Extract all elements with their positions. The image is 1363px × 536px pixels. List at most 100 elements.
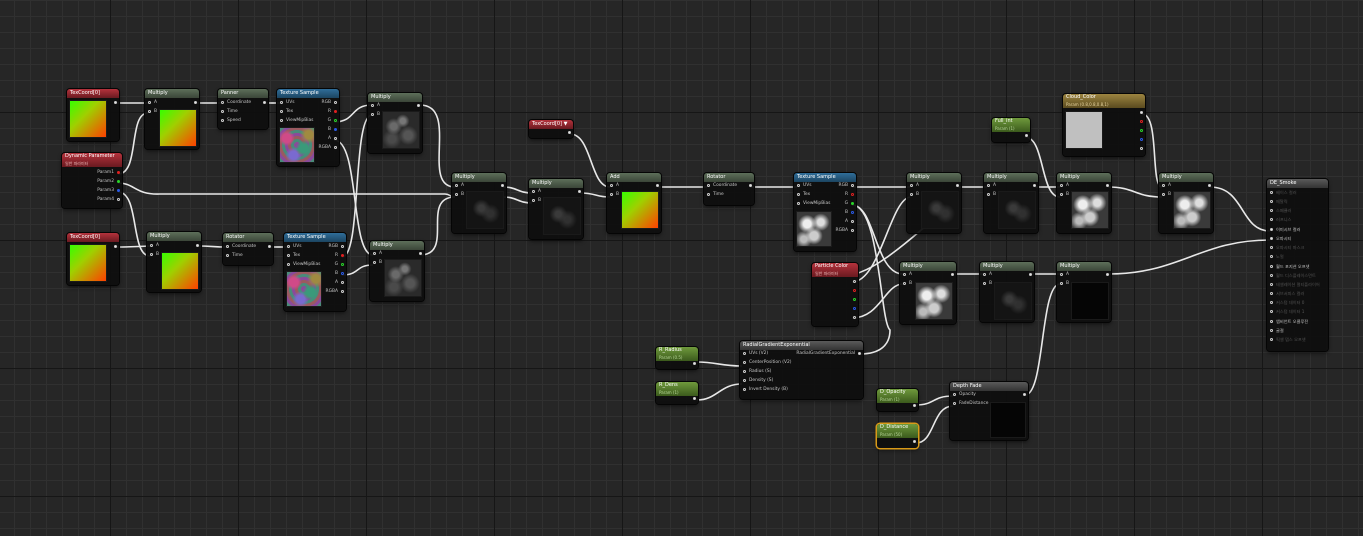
rotator-node[interactable]: Rotator Coordinate Time [223, 233, 273, 265]
input-pin-b[interactable]: B [532, 198, 541, 204]
output-pin-g[interactable]: G [328, 118, 337, 124]
input-pin-roughness[interactable]: 러프니스 [1270, 217, 1291, 223]
output-pin-rgba[interactable]: RGBA [319, 145, 337, 151]
input-pin-emissive-color[interactable]: 이미시브 컬러 [1270, 227, 1300, 233]
multiply-node[interactable]: Multiply A B [368, 93, 422, 153]
input-pin-a[interactable]: A [983, 272, 992, 278]
input-pin-density[interactable]: Density (S) [743, 378, 773, 384]
input-pin-tex[interactable]: Tex [287, 253, 300, 259]
input-pin-ambient-occlusion[interactable]: 앰비언트 오클루전 [1270, 319, 1308, 325]
multiply-node[interactable]: Multiply A B [145, 89, 199, 149]
depth-fade-node[interactable]: Depth Fade Opacity FadeDistance [950, 382, 1028, 440]
input-pin-opacity[interactable]: Opacity [953, 392, 976, 398]
input-pin-specular[interactable]: 스페큘러 [1270, 208, 1291, 214]
texture-sample-node[interactable]: Texture Sample UVs Tex ViewMipBias RGB R… [284, 233, 346, 311]
input-pin-a[interactable]: A [373, 251, 382, 257]
input-pin-base-color[interactable]: 베이스 컬러 [1270, 190, 1297, 196]
input-pin-uvs[interactable]: UVs [797, 183, 812, 189]
input-pin-a[interactable]: A [910, 183, 919, 189]
multiply-node[interactable]: Multiply A B [1159, 173, 1213, 233]
input-pin-b[interactable]: B [1060, 192, 1069, 198]
input-pin-center-position[interactable]: CenterPosition (V2) [743, 360, 792, 366]
output-pin-rgba[interactable]: RGBA [836, 228, 854, 234]
input-pin-b[interactable]: B [373, 260, 382, 266]
input-pin-b[interactable]: B [910, 192, 919, 198]
multiply-node[interactable]: Multiply A B [900, 262, 956, 324]
input-pin-world-displacement[interactable]: 월드 디스플레이스먼트 [1270, 273, 1316, 279]
input-pin-a[interactable]: A [150, 243, 159, 249]
rotator-node[interactable]: Rotator Coordinate Time [704, 173, 754, 205]
input-pin-time[interactable]: Time [707, 192, 724, 198]
input-pin-opacity-mask[interactable]: 오파시티 마스크 [1270, 245, 1304, 251]
texcoord-node[interactable]: TexCoord[0] ▼ [529, 120, 573, 138]
input-pin-b[interactable]: B [455, 192, 464, 198]
texture-sample-node[interactable]: Texture Sample UVs Tex ViewMipBias RGB R… [794, 173, 856, 251]
input-pin-coordinate[interactable]: Coordinate [707, 183, 737, 189]
input-pin-radius[interactable]: Radius (S) [743, 369, 771, 375]
output-pin-rgba[interactable]: RGBA [326, 289, 344, 295]
input-pin-custom-data-1[interactable]: 커스텀 데이터 1 [1270, 309, 1304, 315]
output-pin-r[interactable]: R [328, 109, 337, 115]
output-pin-a[interactable]: A [328, 136, 337, 142]
input-pin-a[interactable]: A [148, 100, 157, 106]
input-pin-viewmipbias[interactable]: ViewMipBias [797, 201, 830, 207]
input-pin-tex[interactable]: Tex [280, 109, 293, 115]
material-result-node[interactable]: DE_Smoke 베이스 컬러 메탈릭 스페큘러 러프니스 이미시브 컬러 오파… [1267, 179, 1328, 351]
output-pin-r[interactable]: R [335, 253, 344, 259]
output-pin-b[interactable]: B [328, 127, 337, 133]
input-pin-refraction[interactable]: 굴절 [1270, 328, 1284, 334]
output-pin[interactable]: RadialGradientExponential [796, 351, 861, 357]
output-pin-rgb[interactable]: RGB [839, 183, 854, 189]
input-pin-b[interactable]: B [1060, 281, 1069, 287]
input-pin-a[interactable]: A [1060, 183, 1069, 189]
output-pin-b[interactable]: B [335, 271, 344, 277]
add-node[interactable]: Add A B [607, 173, 661, 233]
output-pin-g[interactable]: G [845, 201, 854, 207]
panner-node[interactable]: Panner Coordinate Time Speed [218, 89, 268, 129]
input-pin-world-position-offset[interactable]: 월드 포지션 오프셋 [1270, 264, 1309, 270]
output-pin-param3[interactable]: Param3 [97, 188, 120, 194]
input-pin-normal[interactable]: 노멀 [1270, 254, 1284, 260]
output-pin-b[interactable]: B [845, 210, 854, 216]
input-pin-b[interactable]: B [148, 109, 157, 115]
input-pin-b[interactable]: B [983, 281, 992, 287]
input-pin-a[interactable]: A [455, 183, 464, 189]
multiply-node[interactable]: Multiply A B [907, 173, 961, 233]
input-pin-b[interactable]: B [150, 252, 159, 258]
output-pin-g[interactable]: G [335, 262, 344, 268]
input-pin-tex[interactable]: Tex [797, 192, 810, 198]
input-pin-a[interactable]: A [903, 272, 912, 278]
input-pin-b[interactable]: B [903, 281, 912, 287]
input-pin-opacity[interactable]: 오파시티 [1270, 236, 1291, 242]
input-pin-time[interactable]: Time [226, 253, 243, 259]
input-pin-uvs[interactable]: UVs (V2) [743, 351, 768, 357]
output-pin-param2[interactable]: Param2 [97, 179, 120, 185]
texcoord-node[interactable]: TexCoord[0] [67, 233, 119, 285]
input-pin-time[interactable]: Time [221, 109, 238, 115]
texture-sample-node[interactable]: Texture Sample UVs Tex ViewMipBias RGB R… [277, 89, 339, 166]
multiply-node[interactable]: Multiply A B [147, 232, 201, 292]
input-pin-a[interactable]: A [1162, 183, 1171, 189]
output-pin-param1[interactable]: Param1 [97, 170, 120, 176]
input-pin-pixel-depth-offset[interactable]: 픽셀 뎁스 오프셋 [1270, 337, 1306, 343]
input-pin-a[interactable]: A [532, 189, 541, 195]
input-pin-b[interactable]: B [371, 112, 380, 118]
output-pin-r[interactable]: R [845, 192, 854, 198]
collapse-arrow-icon[interactable]: ▼ [563, 121, 568, 127]
multiply-node[interactable]: Multiply A B [1057, 262, 1111, 322]
multiply-node[interactable]: Multiply A B [452, 173, 506, 233]
input-pin-speed[interactable]: Speed [221, 118, 241, 124]
input-pin-subsurface-color[interactable]: 서브서피스 컬러 [1270, 291, 1304, 297]
input-pin-invert-density[interactable]: Invert Density (B) [743, 387, 788, 393]
input-pin-custom-data-0[interactable]: 커스텀 데이터 0 [1270, 300, 1304, 306]
output-pin-rgb[interactable]: RGB [322, 100, 337, 106]
input-pin-a[interactable]: A [371, 103, 380, 109]
multiply-node[interactable]: Multiply A B [980, 262, 1034, 322]
multiply-node[interactable]: Multiply A B [529, 179, 583, 239]
